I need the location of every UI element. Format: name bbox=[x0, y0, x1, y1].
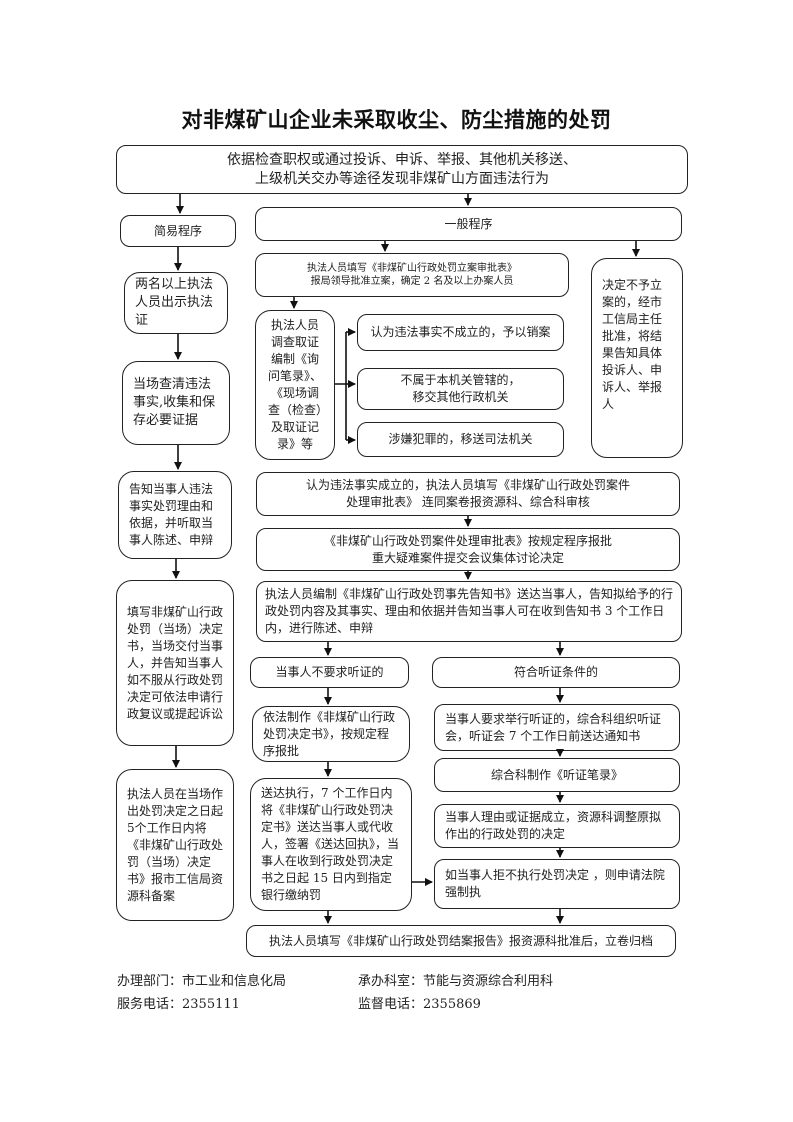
simple-procedure-header: 简易程序 bbox=[120, 215, 236, 247]
start-box: 依据检查职权或通过投诉、申诉、举报、其他机关移送、 上级机关交办等途径发现非煤矿… bbox=[116, 145, 688, 194]
simple-step-3: 告知当事人违法事实处罚理由和依据，并听取当事人陈述、申辩 bbox=[118, 471, 232, 559]
footer-department: 办理部门：市工业和信息化局 bbox=[117, 974, 287, 989]
simple-step-5: 执法人员在当场作出处罚决定之日起5个工作日内将《非煤矿山行政处罚（当场）决定书》… bbox=[116, 769, 234, 921]
simple-step-1: 两名以上执法人员出示执法证 bbox=[124, 272, 228, 334]
filing-box: 执法人员填写《非煤矿山行政处罚立案审批表》 报局领导批准立案，确定 2 名及以上… bbox=[255, 253, 569, 297]
footer-office: 承办科室：节能与资源综合利用科 bbox=[358, 974, 554, 989]
simple-step-4: 填写非煤矿山行政处罚（当场）决定书，当场交付当事人，并告知当事人如不服从行政处罚… bbox=[116, 580, 234, 746]
footer-supervision-phone: 监督电话：2355869 bbox=[358, 997, 481, 1012]
established-box: 认为违法事实成立的，执法人员填写《非煤矿山行政处罚案件 处理审批表》 连同案卷报… bbox=[256, 472, 680, 516]
simple-step-2: 当场查清违法事实,收集和保存必要证据 bbox=[122, 361, 230, 445]
general-procedure-header: 一般程序 bbox=[255, 207, 682, 241]
hearing-adjust-box: 当事人理由或证据成立，资源科调整原拟作出的行政处罚的决定 bbox=[434, 804, 680, 848]
hearing-record-box: 综合科制作《听证笔录》 bbox=[434, 758, 680, 792]
approval-box: 《非煤矿山行政处罚案件处理审批表》按规定程序报批 重大疑难案件提交会议集体讨论决… bbox=[256, 528, 680, 571]
page-title: 对非煤矿山企业未采取收尘、防尘措施的处罚 bbox=[181, 107, 612, 132]
start-text: 依据检查职权或通过投诉、申诉、举报、其他机关移送、 上级机关交办等途径发现非煤矿… bbox=[227, 151, 577, 187]
hearing-enforce-box: 如当事人拒不执行处罚决定 ，则申请法院强制执 bbox=[434, 859, 680, 909]
no-hearing-decision-box: 依法制作《非煤矿山行政处罚决定书》，按规定程序报批 bbox=[252, 706, 410, 762]
investigation-box: 执法人员调查取证编制《询问笔录》、《现场调查（检查）及取证记录》等 bbox=[255, 310, 335, 460]
outcome-criminal: 涉嫌犯罪的，移送司法机关 bbox=[357, 422, 564, 457]
no-hearing-delivery-box: 送达执行，7 个工作日内将《非煤矿山行政处罚决定书》送达当事人或代收人，签署《送… bbox=[250, 778, 412, 911]
no-hearing-header: 当事人不要求听证的 bbox=[250, 657, 409, 688]
hearing-request-box: 当事人要求举行听证的，综合科组织听证会，听证会 7 个工作日前送达通知书 bbox=[434, 704, 680, 751]
no-filing-box: 决定不予立案的，经市工信局主任批准，将结果告知具体投诉人、申诉人、举报人 bbox=[591, 258, 683, 458]
closing-box: 执法人员填写《非煤矿山行政处罚结案报告》报资源科批准后，立卷归档 bbox=[246, 925, 676, 957]
branch-investigation bbox=[335, 332, 347, 440]
outcome-not-established: 认为违法事实不成立的，予以销案 bbox=[357, 314, 564, 351]
outcome-transfer: 不属于本机关管辖的， 移交其他行政机关 bbox=[357, 368, 564, 410]
footer-service-phone: 服务电话：2355111 bbox=[117, 997, 240, 1012]
prior-notice-box: 执法人员编制《非煤矿山行政处罚事先告知书》送达当事人，告知拟给予的行政处罚内容及… bbox=[256, 581, 682, 642]
hearing-header: 符合听证条件的 bbox=[432, 657, 680, 688]
